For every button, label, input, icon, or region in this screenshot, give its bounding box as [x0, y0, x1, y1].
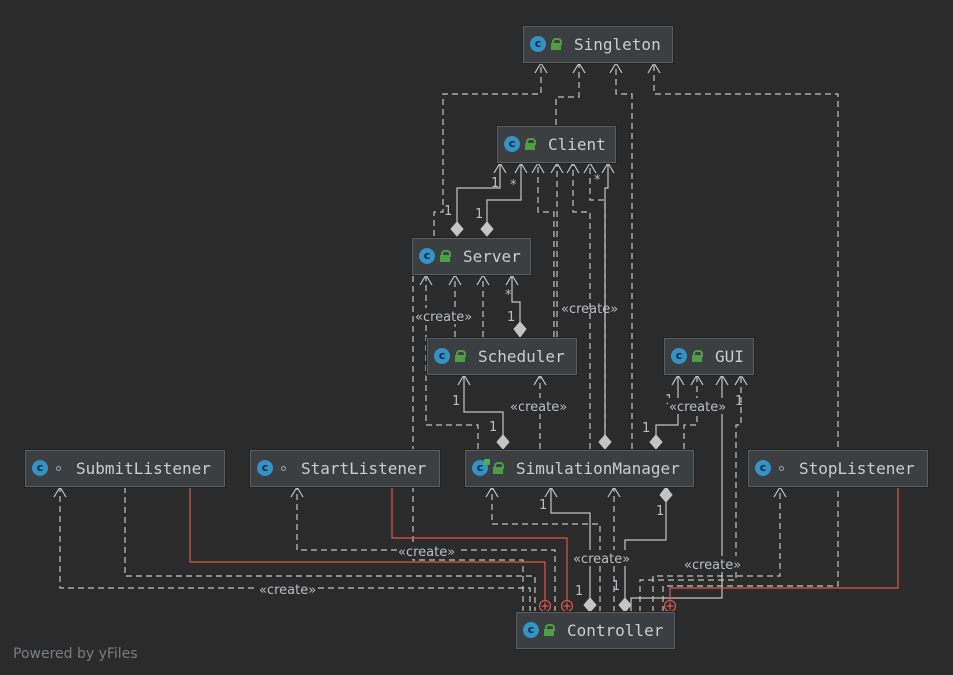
edge-controller-submitlistener-create: [59, 487, 531, 612]
mult-simmanager-gui-b: 1: [642, 421, 650, 436]
label-create-stoplistener: «create»: [684, 558, 741, 573]
public-lock-icon: [455, 350, 466, 362]
public-lock-icon: [551, 38, 562, 50]
label-create-startlistener: «create»: [398, 545, 455, 560]
package-private-icon: [281, 466, 286, 471]
label-create-gui: «create»: [669, 400, 726, 415]
label-create-scheduler-sim: «create»: [510, 400, 567, 415]
package-private-icon: [779, 466, 784, 471]
public-lock-icon: [692, 350, 703, 362]
class-node-simulation-manager[interactable]: c SimulationManager: [465, 450, 694, 487]
watermark: Powered by yFiles: [13, 646, 138, 662]
inner-class-marker-submit: [538, 599, 552, 613]
edge-simmanager-controller-composition: [624, 487, 667, 612]
class-name-stop-listener: StopListener: [799, 459, 915, 478]
class-node-controller[interactable]: c Controller: [516, 612, 675, 649]
edge-controller-singleton: [653, 63, 839, 612]
edge-controller-simmanager: [491, 487, 601, 612]
public-lock-icon: [525, 138, 536, 150]
mult-server-client-a: 1: [491, 176, 499, 191]
mult-controller-simmanager-c: 1: [575, 584, 583, 599]
label-create-server: «create»: [415, 310, 472, 325]
class-icon: c: [32, 460, 48, 476]
inner-class-marker-start: [560, 599, 574, 613]
edge-client-singleton: [555, 63, 580, 125]
class-name-singleton: Singleton: [574, 35, 661, 54]
mult-controller-simmanager-b: 1: [656, 504, 664, 519]
mult-scheduler-server-b: 1: [507, 310, 515, 325]
class-name-gui: GUI: [715, 347, 744, 366]
class-name-server: Server: [463, 247, 521, 266]
runnable-marker-icon: [484, 459, 490, 465]
class-icon: c: [530, 36, 546, 52]
class-name-scheduler: Scheduler: [478, 347, 565, 366]
class-node-client[interactable]: c Client: [497, 126, 616, 163]
class-icon: c: [755, 460, 771, 476]
class-node-submit-listener[interactable]: c SubmitListener: [25, 450, 225, 487]
class-node-stop-listener[interactable]: c StopListener: [748, 450, 928, 487]
class-icon: c: [523, 622, 539, 638]
edge-controller-server: [412, 275, 524, 612]
edge-simmanager-singleton: [615, 63, 633, 449]
edge-submitlistener-controller: [124, 487, 536, 612]
class-node-server[interactable]: c Server: [412, 238, 531, 275]
class-node-scheduler[interactable]: c Scheduler: [427, 338, 577, 375]
class-name-simulation-manager: SimulationManager: [516, 459, 680, 478]
edge-scheduler-client: [537, 163, 555, 337]
mult-simmanager-client: *: [594, 173, 601, 188]
mult-controller-simmanager-a: 1: [539, 498, 547, 513]
class-icon: c: [504, 136, 520, 152]
class-name-client: Client: [548, 135, 606, 154]
class-node-start-listener[interactable]: c StartListener: [250, 450, 440, 487]
mult-simmanager-scheduler-a: 1: [452, 394, 460, 409]
edge-controller-gui: [639, 375, 742, 612]
class-icon: c: [419, 248, 435, 264]
edge-server-singleton: [433, 63, 542, 236]
class-name-controller: Controller: [567, 621, 664, 640]
edge-submitlistener-inner: [189, 487, 546, 600]
public-lock-icon: [493, 462, 504, 474]
mult-server-client-c: 1: [444, 204, 452, 219]
class-icon: c: [257, 460, 273, 476]
label-create-scheduler: «create»: [561, 302, 618, 317]
class-icon: c: [434, 348, 450, 364]
edge-stoplistener-inner: [669, 487, 899, 600]
mult-simmanager-scheduler-b: 1: [489, 420, 497, 435]
edge-startlistener-inner: [391, 487, 568, 600]
class-icon: c: [671, 348, 687, 364]
edge-controller-stoplistener-create: [652, 487, 781, 612]
label-create-submitlistener: «create»: [259, 583, 316, 598]
edge-server-client-composition-2: [486, 163, 522, 236]
edge-server-client-composition-1: [456, 163, 501, 236]
edge-simmanager-client-composition: [604, 163, 609, 449]
inner-class-marker-stop: [663, 599, 677, 613]
class-name-submit-listener: SubmitListener: [76, 459, 211, 478]
mult-scheduler-server-a: *: [505, 288, 512, 303]
edge-simmanager-client-1: [572, 163, 591, 449]
class-name-start-listener: StartListener: [301, 459, 427, 478]
edge-scheduler-server-composition: [511, 275, 521, 337]
mult-controller-gui: 1: [735, 394, 743, 409]
package-private-icon: [56, 466, 61, 471]
label-create-simmanager: «create»: [573, 552, 630, 567]
public-lock-icon: [544, 624, 555, 636]
edge-controller-simmanager-composition: [550, 487, 591, 612]
edge-simmanager-scheduler-composition: [463, 375, 504, 449]
class-node-singleton[interactable]: c Singleton: [523, 26, 673, 63]
edge-simmanager-server: [425, 275, 479, 449]
class-node-gui[interactable]: c GUI: [664, 338, 754, 375]
mult-server-client-b: *: [510, 178, 517, 193]
public-lock-icon: [440, 250, 451, 262]
mult-controller-simmanager-d: 1: [612, 579, 620, 594]
mult-server-client-d: 1: [475, 207, 483, 222]
